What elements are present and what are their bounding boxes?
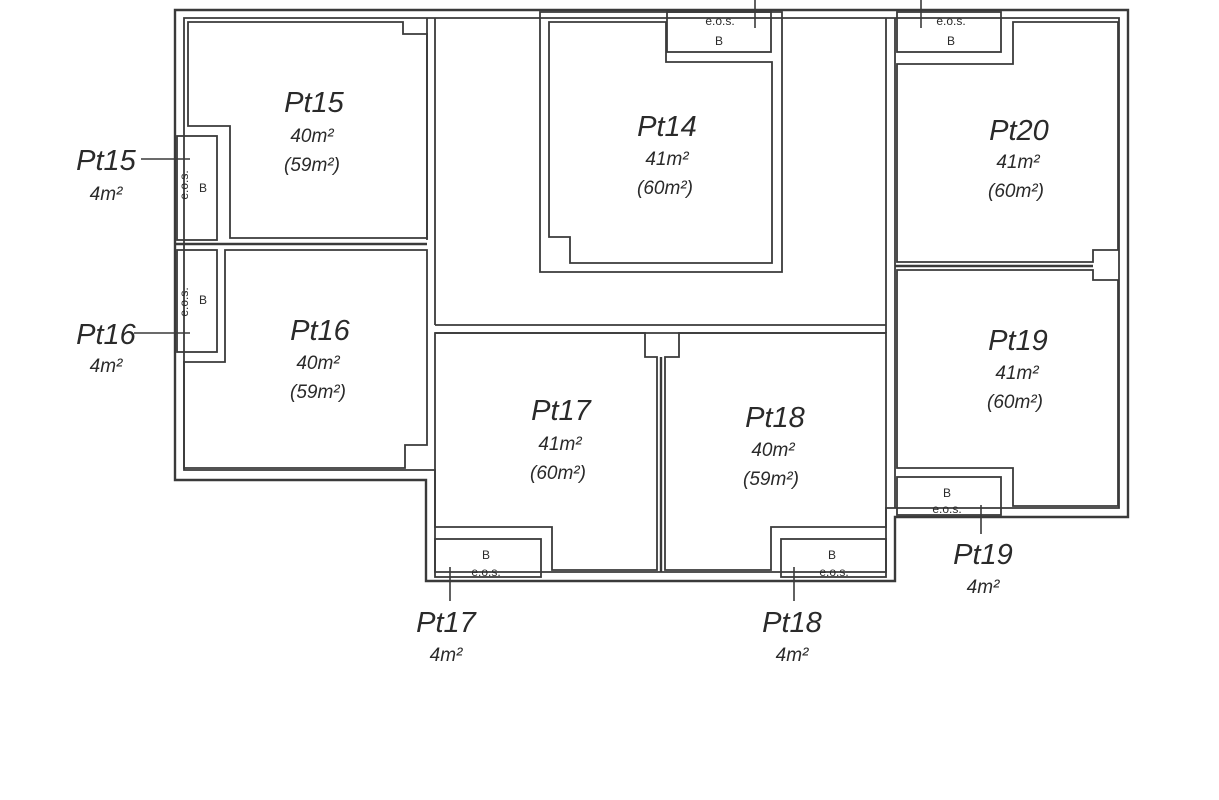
storage-pt19-b: B [943,486,951,500]
storage-pt18-name: Pt18 [762,607,822,639]
storage-pt19-name: Pt19 [953,539,1013,571]
storage-pt16-name: Pt16 [76,319,137,351]
storage-pt14-b: B [715,34,723,48]
room-pt18-area: 40m² [751,440,795,461]
storage-pt17: B e.o.s. Pt17 4m² [416,538,542,666]
storage-pt16-eos: e.o.s. [177,287,191,316]
room-pt20-gross: (60m²) [988,181,1044,202]
room-pt16: Pt16 40m² (59m²) [183,249,428,469]
room-pt15-name: Pt15 [284,87,345,119]
storage-pt16: e.o.s. B Pt16 4m² [76,249,218,377]
storage-pt15: e.o.s. B Pt15 4m² [76,135,218,241]
room-pt17: Pt17 41m² (60m²) [434,332,658,571]
room-pt16-gross: (59m²) [290,382,346,403]
room-pt14-inner [548,21,773,264]
storage-pt16-b: B [199,293,207,307]
room-pt16-area: 40m² [296,353,340,374]
room-pt17-area: 41m² [538,434,582,455]
storage-pt18-box [780,538,887,578]
storage-pt18-eos: e.o.s. [819,565,848,579]
room-pt14-gross: (60m²) [637,178,693,199]
room-pt18-name: Pt18 [745,402,805,434]
room-pt14: Pt14 41m² (60m²) [539,11,783,273]
room-pt15-gross: (59m²) [284,155,340,176]
room-pt17-gross: (60m²) [530,463,586,484]
room-pt17-name: Pt17 [531,395,593,427]
room-pt18: Pt18 40m² (59m²) [664,332,887,571]
room-pt18-outline [664,332,887,571]
outer-wall-path [173,8,1130,583]
room-pt19: Pt19 41m² (60m²) [896,269,1119,507]
storage-pt15-name: Pt15 [76,145,137,177]
storage-pt15-eos: e.o.s. [177,170,191,199]
room-pt19-outline [896,269,1119,507]
storage-pt14-eos: e.o.s. [705,14,734,28]
storage-pt19-area: 4m² [967,577,1000,598]
storage-pt17-name: Pt17 [416,607,478,639]
storage-pt19-eos: e.o.s. [932,502,961,516]
storage-pt19-box [896,476,1002,516]
storage-pt16-area: 4m² [90,356,123,377]
room-pt15-outline [187,21,428,239]
room-pt19-gross: (60m²) [987,392,1043,413]
storage-pt20: e.o.s. B [896,0,1002,53]
storage-pt17-b: B [482,548,490,562]
storage-pt14: e.o.s. B [666,0,772,53]
storage-pt15-b: B [199,181,207,195]
room-pt16-outline [183,249,428,469]
room-pt20-outline [896,21,1119,263]
storage-pt17-eos: e.o.s. [471,565,500,579]
room-pt16-name: Pt16 [290,315,351,347]
room-pt19-area: 41m² [995,363,1039,384]
storage-pt19: B e.o.s. Pt19 4m² [896,476,1013,598]
room-pt20-area: 41m² [996,152,1040,173]
room-pt14-name: Pt14 [637,111,697,143]
storage-pt18-area: 4m² [776,645,809,666]
storage-pt15-area: 4m² [90,184,123,205]
room-pt18-gross: (59m²) [743,469,799,490]
room-pt15-area: 40m² [290,126,334,147]
room-pt15: Pt15 40m² (59m²) [187,21,428,239]
room-pt20-name: Pt20 [989,115,1049,147]
storage-pt16-box [176,249,218,353]
room-pt20: Pt20 41m² (60m²) [896,21,1119,263]
storage-pt20-eos: e.o.s. [936,14,965,28]
storage-pt20-box [896,11,1002,53]
room-pt17-outline [434,332,658,571]
room-pt19-name: Pt19 [988,325,1048,357]
storage-pt20-b: B [947,34,955,48]
room-pt14-area: 41m² [645,149,689,170]
storage-pt18-b: B [828,548,836,562]
storage-pt18: B e.o.s. Pt18 4m² [762,538,887,666]
storage-pt17-box [434,538,542,578]
storage-pt14-box [666,11,772,53]
storage-pt15-box [176,135,218,241]
storage-pt17-area: 4m² [430,645,463,666]
